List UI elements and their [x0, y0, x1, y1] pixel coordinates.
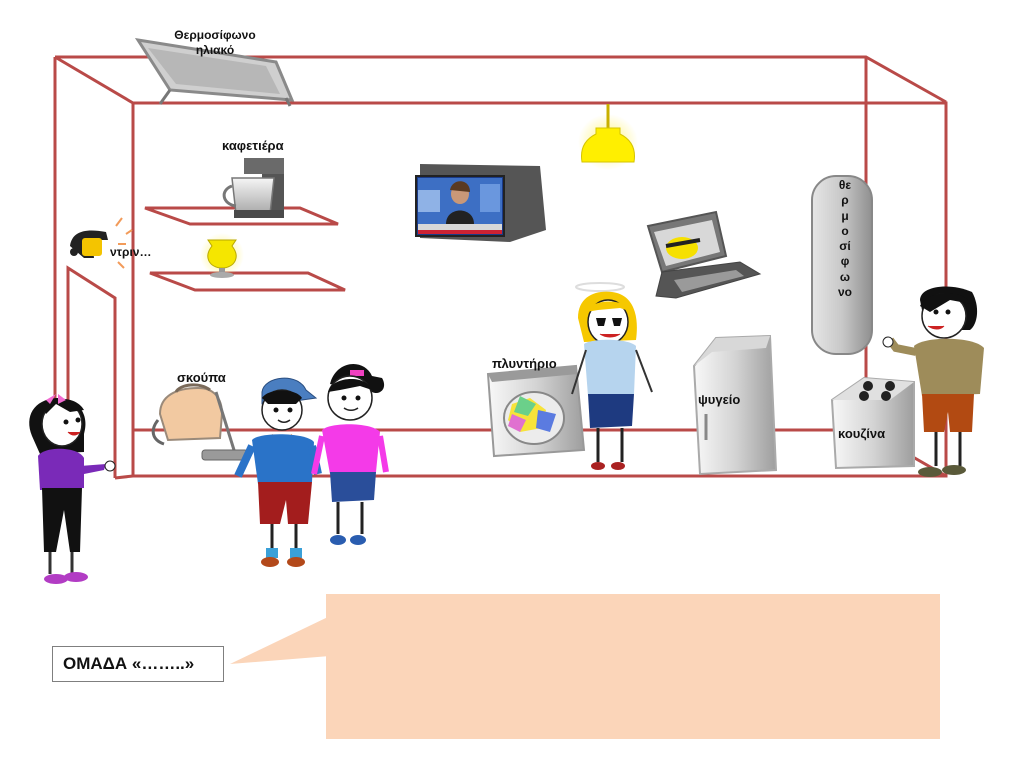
boy-cap-character [234, 377, 322, 567]
coffee-maker-icon [222, 158, 284, 218]
solar-heater-label: Θερμοσίφωνο ηλιακό [174, 28, 256, 57]
fridge-icon [692, 334, 778, 476]
vacuum-cleaner-icon [151, 383, 249, 461]
washing-machine-icon [486, 364, 586, 458]
solar-heater-icon [134, 37, 295, 107]
girl-pink-character [311, 364, 389, 545]
phone-icon [70, 217, 133, 269]
phone-label: ντριν… [110, 245, 152, 259]
fridge-label: ψυγείο [698, 392, 741, 407]
boy-right-character [882, 286, 984, 477]
speech-box[interactable] [326, 594, 940, 739]
stove-label: κουζίνα [838, 426, 886, 441]
coffee-maker-label: καφετιέρα [222, 138, 284, 153]
lamp-icon [578, 104, 638, 170]
tv-icon [415, 164, 546, 242]
water-heater-label: θερμοσίφωνο [838, 178, 853, 300]
stove-icon [830, 376, 915, 470]
blonde-girl-character [571, 282, 653, 470]
washer-label: πλυντήριο [492, 356, 557, 371]
speech-pointer [230, 616, 330, 664]
laptop-icon [646, 210, 762, 299]
broom-label: σκούπα [177, 370, 226, 385]
vase-icon [200, 233, 244, 278]
water-heater-icon [811, 175, 873, 355]
team-name-box[interactable]: ΟΜΑΔΑ «……..» [52, 646, 224, 682]
girl-purple-character [29, 394, 116, 584]
